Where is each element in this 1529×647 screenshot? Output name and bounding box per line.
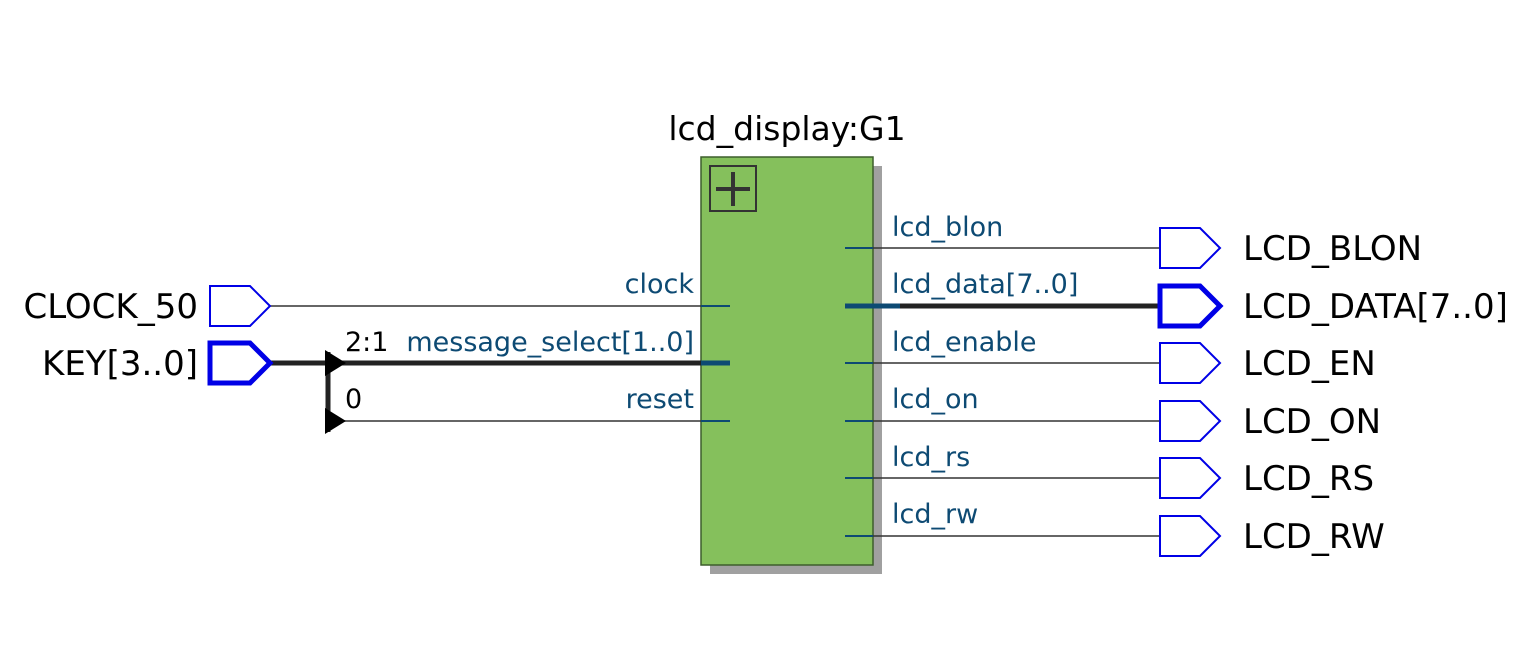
pin-lcd-data-label: LCD_DATA[7..0]: [1243, 287, 1508, 327]
port-clock-label: clock: [625, 269, 695, 300]
pin-lcd-rw-label: LCD_RW: [1243, 517, 1385, 557]
port-lcd-rs-label: lcd_rs: [892, 442, 970, 473]
port-lcd-data-label: lcd_data[7..0]: [892, 269, 1078, 300]
block-lcd-display[interactable]: lcd_display:G1: [668, 109, 906, 574]
pin-lcd-rw[interactable]: [1159, 515, 1222, 557]
pin-lcd-en[interactable]: [1159, 342, 1222, 384]
pin-lcd-on-label: LCD_ON: [1243, 402, 1381, 442]
bus-tap-arrow-top: [325, 350, 346, 376]
pin-lcd-blon-label: LCD_BLON: [1243, 229, 1422, 269]
pin-lcd-rs-label: LCD_RS: [1243, 459, 1374, 499]
pin-key[interactable]: [207, 340, 274, 386]
bus-bit-label: 0: [345, 384, 362, 415]
port-reset-label: reset: [626, 384, 694, 415]
pin-lcd-rs[interactable]: [1159, 457, 1222, 499]
bus-range-label: 2:1: [345, 327, 388, 358]
plus-icon[interactable]: [709, 165, 757, 212]
port-lcd-enable-label: lcd_enable: [892, 327, 1037, 358]
port-lcd-blon-label: lcd_blon: [892, 212, 1003, 243]
pin-key-label: KEY[3..0]: [42, 344, 198, 384]
pin-lcd-en-label: LCD_EN: [1243, 344, 1376, 384]
pin-clock-50[interactable]: [209, 285, 272, 327]
pin-lcd-on[interactable]: [1159, 400, 1222, 442]
bus-tap-arrow-bottom: [325, 408, 346, 434]
pin-clock-50-label: CLOCK_50: [23, 287, 198, 327]
port-message-select-label: message_select[1..0]: [406, 327, 694, 358]
port-lcd-rw-label: lcd_rw: [892, 499, 978, 530]
pin-lcd-data[interactable]: [1157, 283, 1224, 329]
pin-lcd-blon[interactable]: [1159, 227, 1222, 269]
bus-selector[interactable]: [325, 350, 346, 434]
block-title: lcd_display:G1: [668, 109, 905, 148]
port-lcd-on-label: lcd_on: [892, 384, 979, 415]
